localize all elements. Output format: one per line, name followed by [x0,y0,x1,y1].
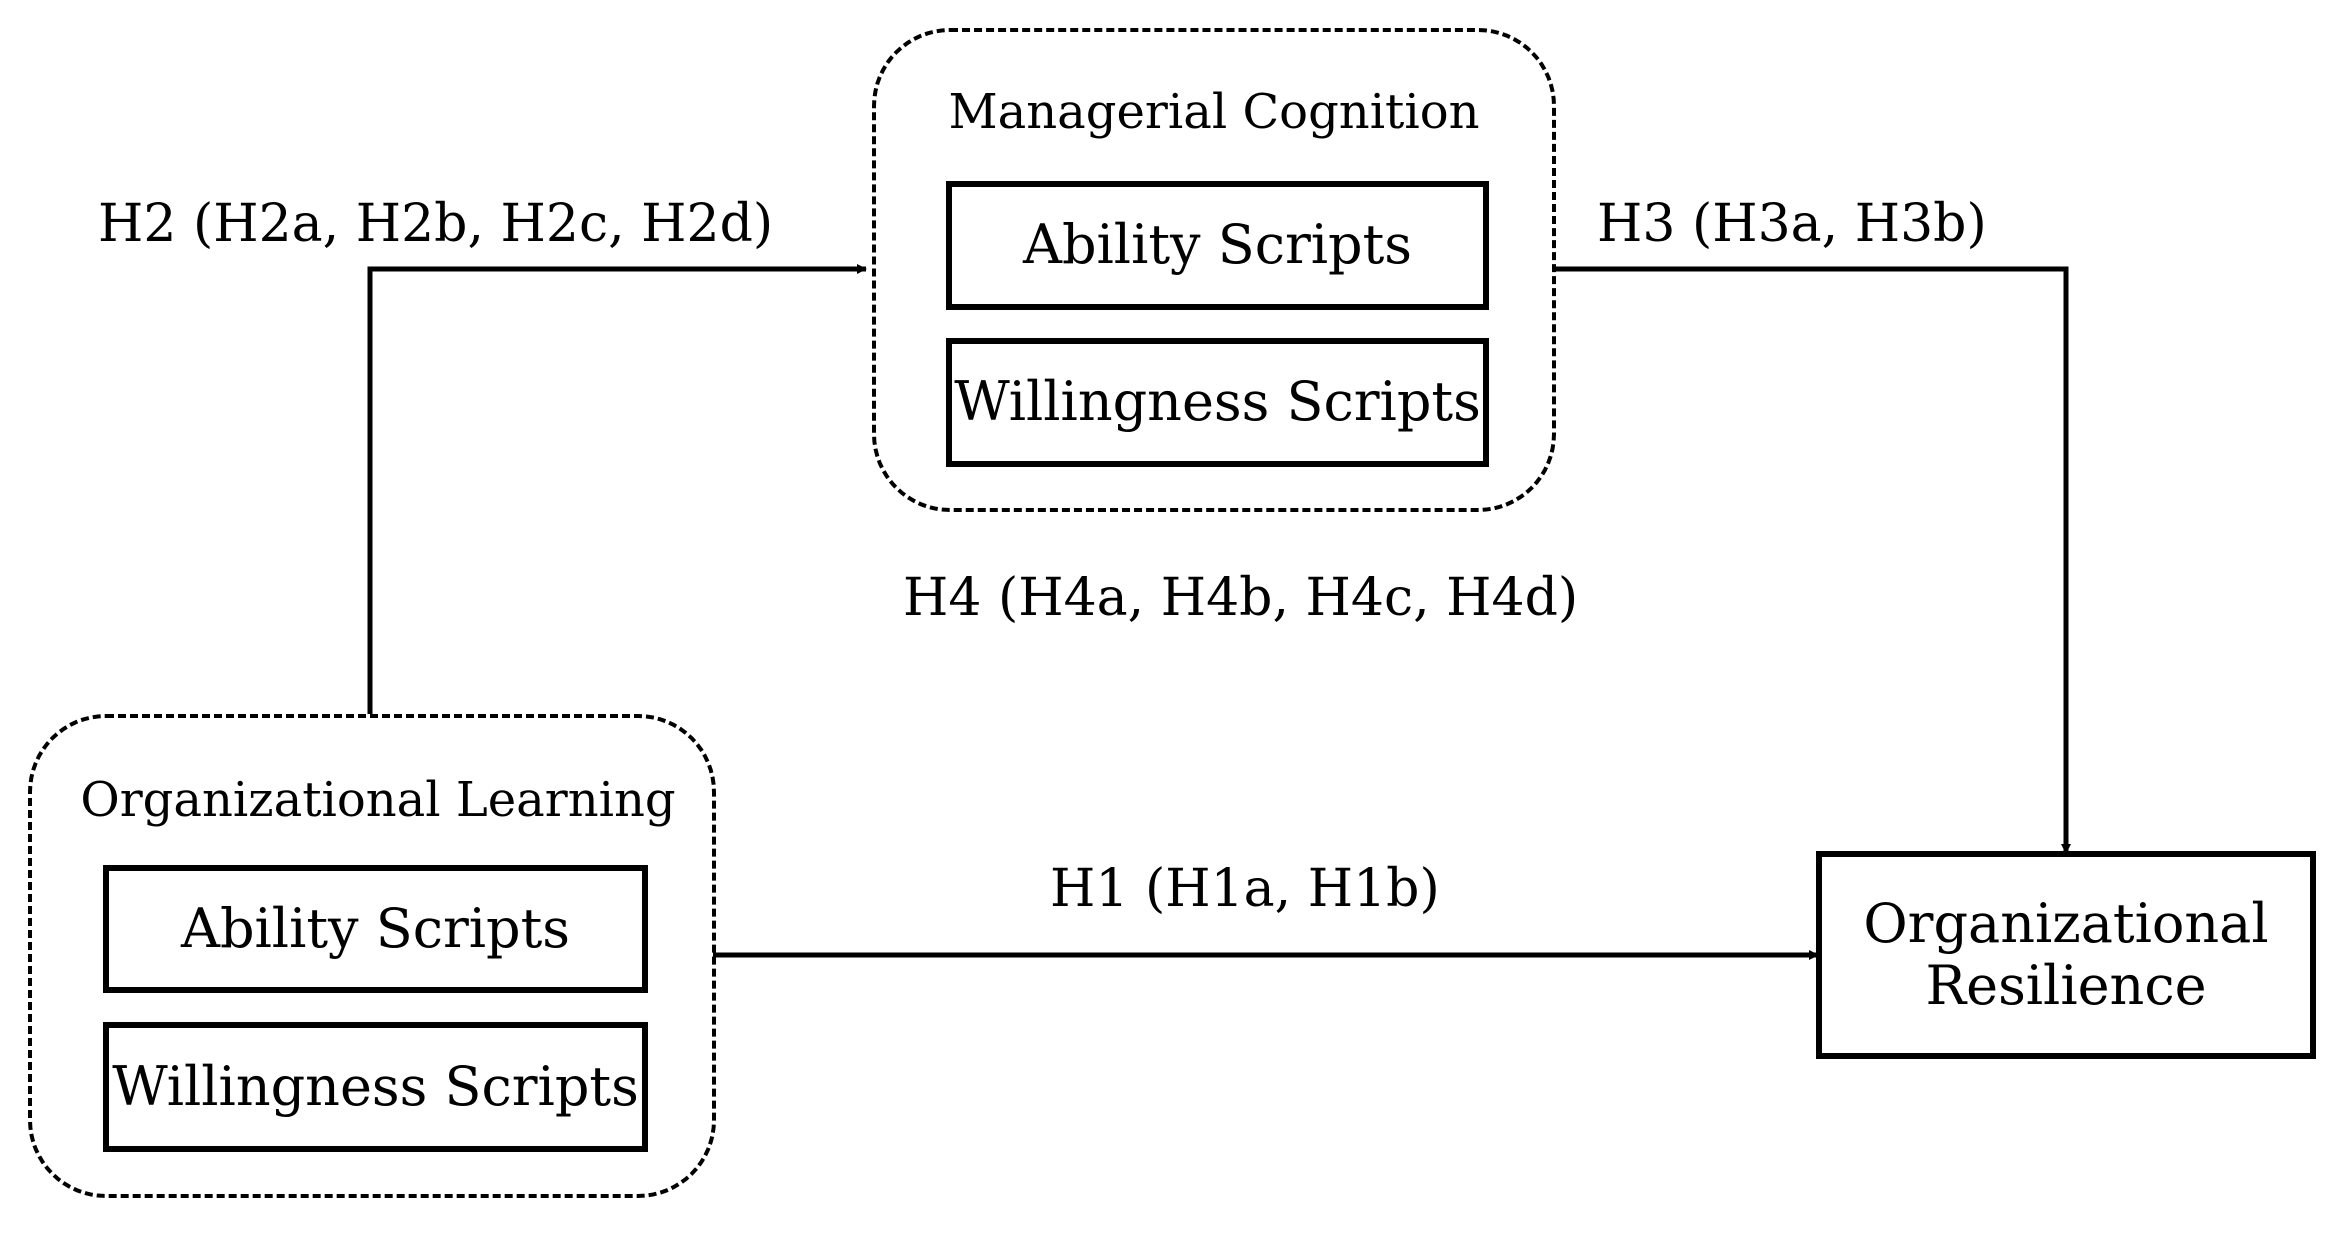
organizational-resilience-line2: Resilience [1925,954,2207,1017]
h3-label: H3 (H3a, H3b) [1597,194,1987,254]
organizational-learning-group [28,714,716,1198]
managerial-willingness-scripts-box: Willingness Scripts [946,338,1489,467]
managerial-cognition-group [872,28,1556,512]
h2-arrow [367,264,867,714]
h2-label: H2 (H2a, H2b, H2c, H2d) [98,194,774,254]
organizational-learning-title: Organizational Learning [80,772,676,828]
organizational-resilience-line1: Organizational [1863,891,2269,955]
h1-label: H1 (H1a, H1b) [1050,859,1440,919]
organizational-resilience-box: Organizational Resilience [1816,851,2316,1059]
h3-arrow [1552,266,2071,854]
managerial-ability-scripts-box: Ability Scripts [946,181,1489,310]
learning-willingness-scripts-box: Willingness Scripts [103,1022,648,1152]
h4-label: H4 (H4a, H4b, H4c, H4d) [903,568,1579,628]
managerial-cognition-title: Managerial Cognition [948,84,1480,140]
learning-ability-scripts-box: Ability Scripts [103,865,648,993]
